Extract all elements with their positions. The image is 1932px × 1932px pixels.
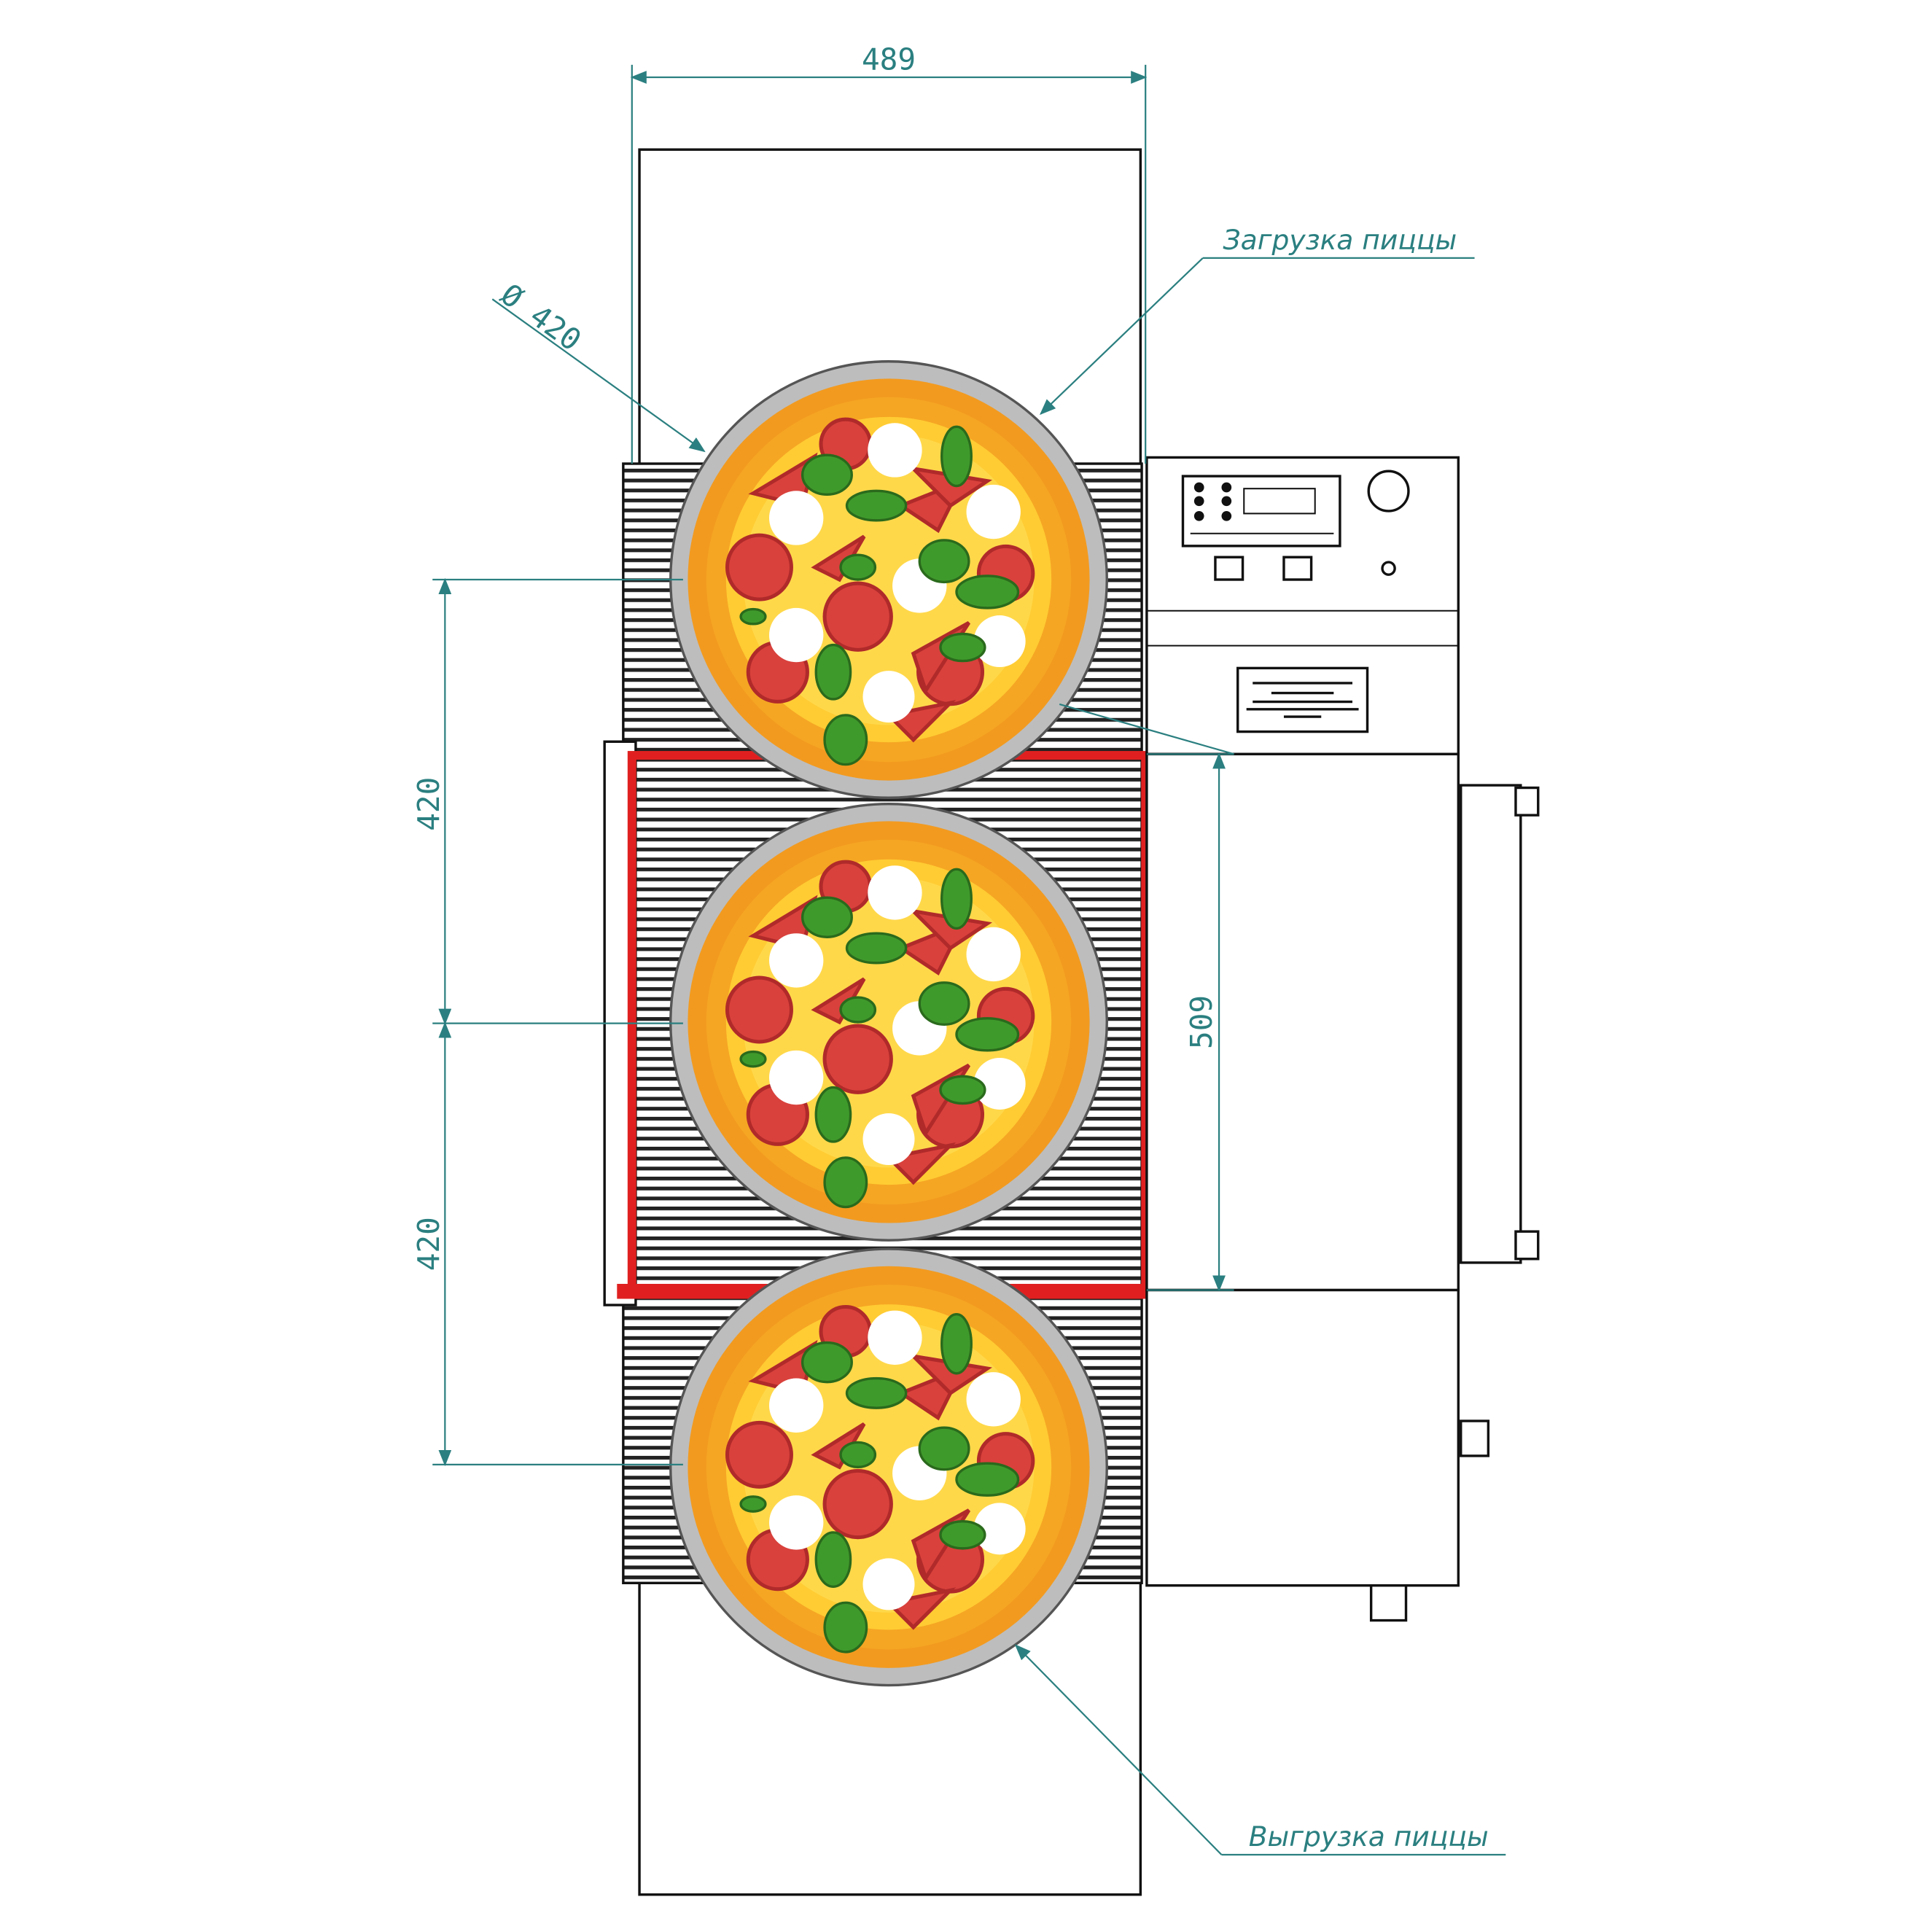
cable-gland-icon [1460, 1419, 1490, 1457]
indicator-light [1381, 561, 1396, 576]
switch-1[interactable] [1214, 556, 1244, 581]
pizza-1 [671, 362, 1107, 798]
pizza-3 [671, 1249, 1107, 1686]
emergency-stop-button[interactable] [1367, 470, 1410, 513]
chamber-height-value: 509 [1184, 995, 1219, 1049]
control-box [1145, 456, 1460, 756]
unloading-label: Выгрузка пиццы [1249, 1820, 1489, 1853]
loading-callout: Загрузка пиццы [1039, 224, 1475, 416]
dimension-width: 489 [630, 42, 1148, 464]
switch-2[interactable] [1282, 556, 1313, 581]
dimension-pitch: 420 420 [411, 577, 683, 1467]
rating-plate [1236, 666, 1369, 733]
cabinet-door[interactable] [1460, 784, 1522, 1264]
hinge-icon [1514, 1230, 1540, 1261]
hinge-icon [1514, 786, 1540, 817]
diameter-value: Ø 420 [494, 277, 588, 358]
unloading-callout: Выгрузка пиццы [1014, 1644, 1506, 1856]
display-screen [1243, 488, 1316, 515]
pitch-lower-value: 420 [411, 1217, 446, 1271]
dimension-chamber-height: 509 [1059, 703, 1234, 1292]
lower-cabinet [1145, 1288, 1460, 1587]
pizza-2 [671, 804, 1107, 1241]
control-keypad[interactable] [1181, 475, 1341, 548]
loading-label: Загрузка пиццы [1223, 224, 1457, 256]
width-value: 489 [862, 42, 916, 77]
motor-cabinet [1145, 752, 1460, 1292]
pitch-upper-value: 420 [411, 777, 446, 831]
drain-fitting-icon [1369, 1584, 1408, 1622]
